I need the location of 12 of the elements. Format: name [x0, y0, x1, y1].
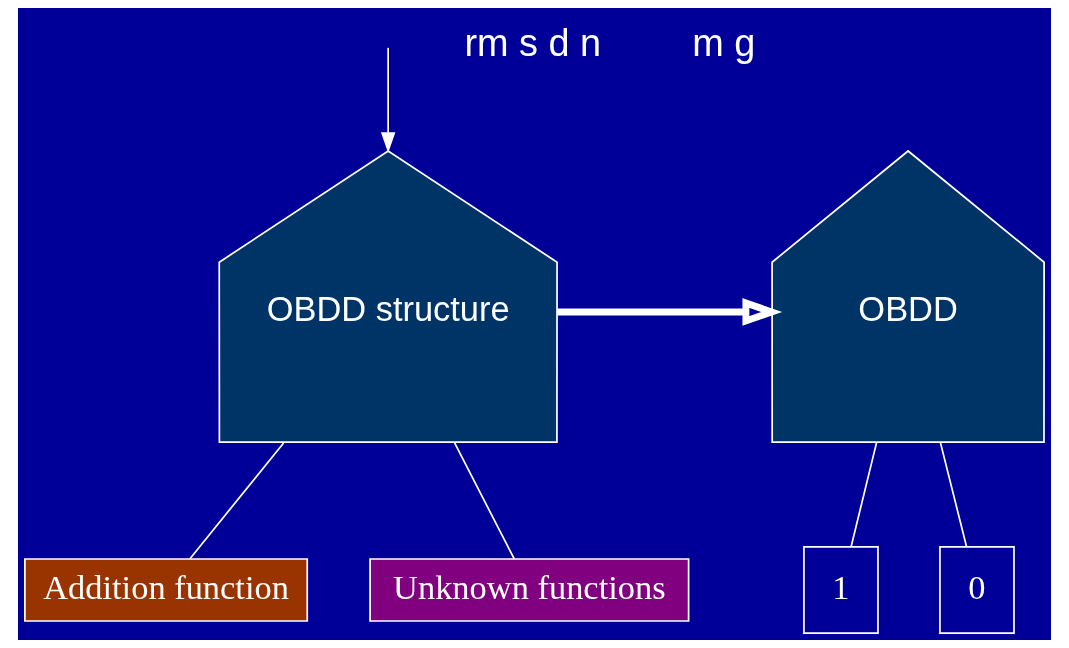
connector — [939, 442, 968, 548]
connector — [850, 442, 878, 548]
connector — [188, 442, 285, 560]
arrow — [380, 47, 396, 154]
node-box: 0 — [939, 546, 1015, 634]
connector — [453, 442, 516, 560]
node-box: Addition function — [24, 558, 309, 622]
arrow — [557, 298, 783, 326]
node-box: 1 — [803, 546, 879, 634]
label: m g — [692, 21, 756, 64]
label: rm s d n — [464, 21, 602, 64]
node-box: Unknown functions — [369, 558, 690, 622]
